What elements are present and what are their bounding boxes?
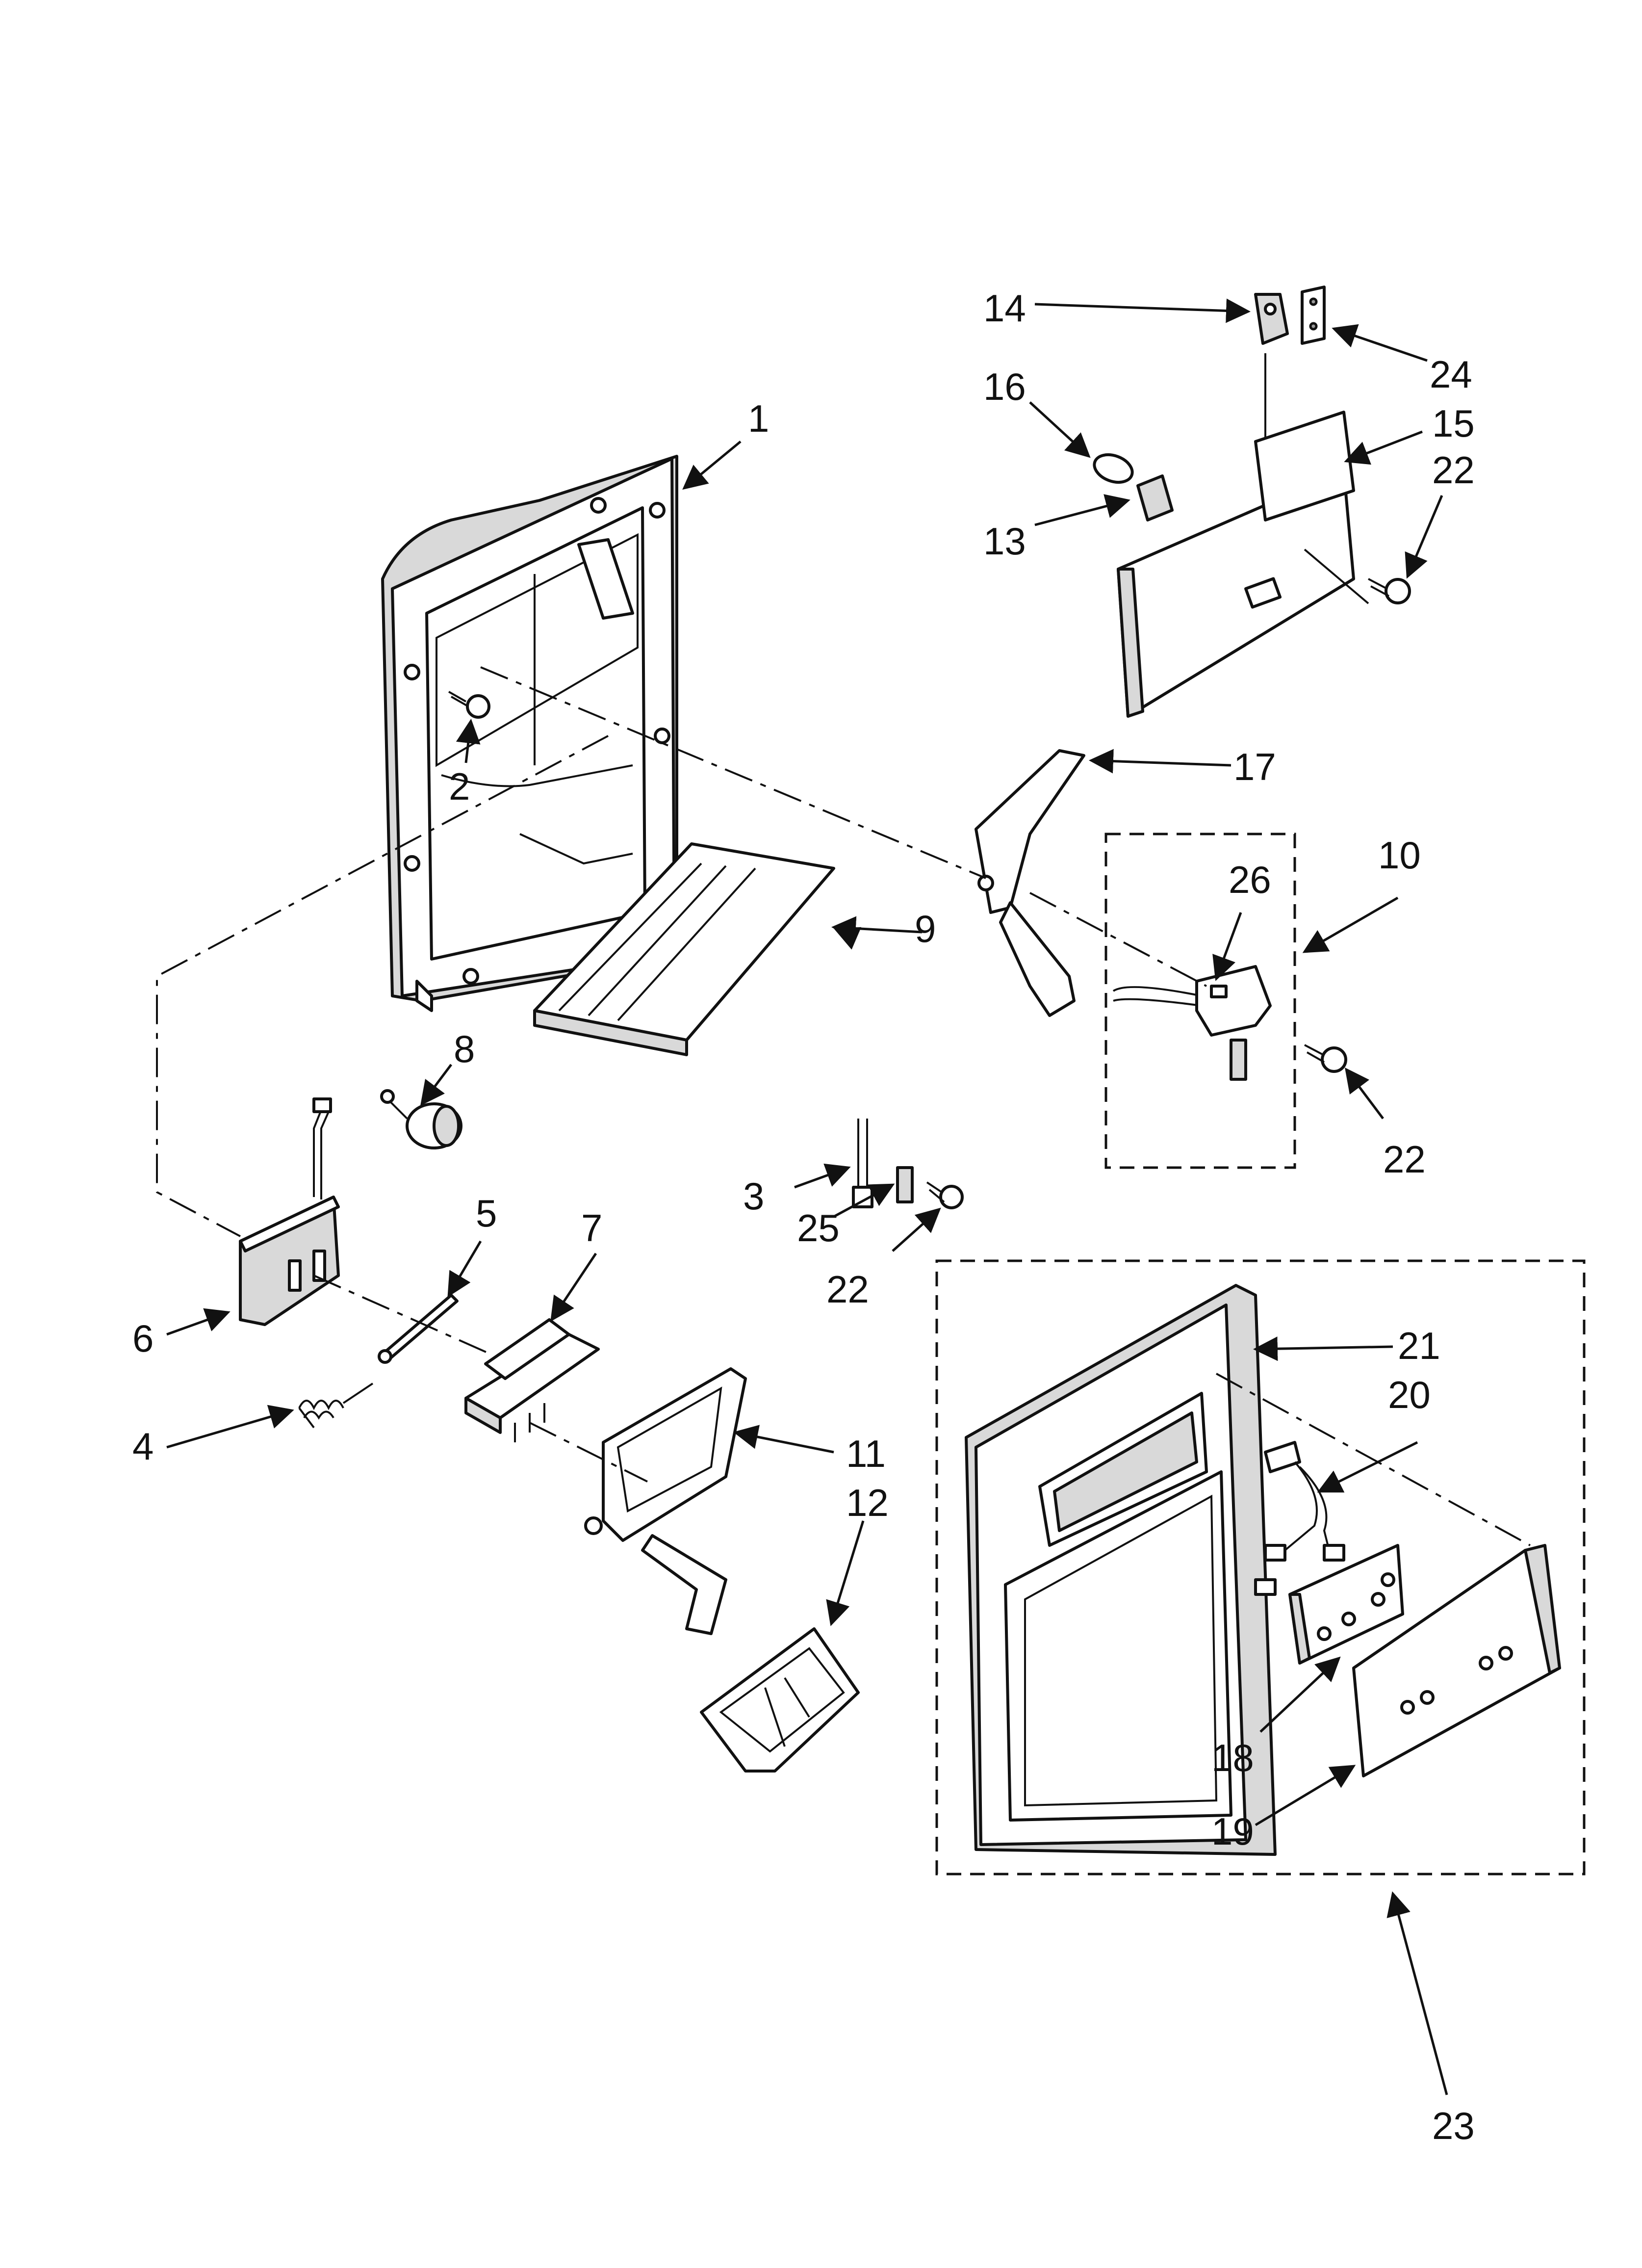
front-panel-part-21 (965, 1284, 1277, 1856)
screw-part-2 (448, 691, 490, 719)
insulator-part-24 (1301, 286, 1326, 345)
callout-16: 16 (983, 365, 1026, 408)
callout-17: 17 (1233, 745, 1276, 788)
screw-part-22-center (926, 1181, 964, 1209)
assembly-line (480, 666, 986, 879)
callout-1: 1 (748, 397, 769, 440)
assembly-line (156, 735, 609, 1237)
callout-11: 11 (846, 1432, 886, 1475)
bracket-part-15 (1117, 353, 1369, 718)
callout-5: 5 (476, 1192, 497, 1235)
callout-22-center: 22 (826, 1268, 869, 1311)
chute-cup-part-12 (700, 1627, 860, 1773)
callout-22-right: 22 (1383, 1138, 1426, 1181)
housing-frame-part-1 (381, 455, 678, 1012)
callout-6: 6 (132, 1317, 154, 1360)
insulator-part-25 (896, 1166, 914, 1203)
callout-labels: 1 2 3 4 5 6 7 8 9 10 11 12 13 14 15 16 1… (132, 287, 1475, 2147)
screw-part-22-right (1304, 1044, 1347, 1073)
callout-3: 3 (743, 1174, 764, 1218)
bulb-part-16 (1093, 453, 1134, 484)
wire-harness-part-20 (1254, 1441, 1345, 1596)
drip-tray-part-9 (533, 842, 835, 1056)
screw-part-22-upper (1368, 578, 1411, 604)
callout-13: 13 (983, 520, 1026, 563)
assembly-line (1029, 892, 1207, 987)
callout-2: 2 (449, 765, 470, 808)
assembly-box-part-10 (1104, 833, 1296, 1169)
callout-7: 7 (581, 1206, 602, 1250)
callout-22-upper: 22 (1432, 448, 1475, 492)
switch-part-14 (1254, 293, 1289, 345)
lever-arm-part-17 (975, 749, 1085, 1017)
switch-assembly-part-26 (1112, 965, 1272, 1081)
callout-21: 21 (1398, 1324, 1440, 1367)
control-module-part-6 (239, 1097, 340, 1326)
rod-part-5 (378, 1294, 459, 1364)
callout-26: 26 (1229, 858, 1271, 901)
spring-part-4 (298, 1382, 374, 1429)
callout-8: 8 (454, 1027, 475, 1070)
callout-19: 19 (1211, 1810, 1254, 1853)
assembly-box-part-23 (935, 1259, 1586, 1876)
callout-14: 14 (983, 287, 1026, 330)
callout-15: 15 (1432, 402, 1475, 445)
callout-24: 24 (1430, 353, 1472, 396)
callout-10: 10 (1378, 834, 1421, 877)
callout-4: 4 (132, 1425, 154, 1468)
callout-25: 25 (797, 1206, 840, 1250)
actuator-part-7 (464, 1318, 600, 1442)
callout-20: 20 (1388, 1373, 1431, 1416)
light-socket-part-13 (1136, 474, 1174, 521)
leader-lines (166, 298, 1448, 2095)
control-board-part-18 (1288, 1544, 1404, 1665)
assembly-line (529, 1422, 648, 1483)
motor-part-8 (380, 1089, 462, 1149)
assembly-line (313, 1275, 491, 1355)
control-overlay-part-19 (1352, 1544, 1561, 1777)
callout-18: 18 (1211, 1736, 1254, 1779)
switch-clip-part-3 (852, 1119, 873, 1208)
assembly-line (1216, 1373, 1531, 1546)
callout-9: 9 (915, 907, 936, 950)
chute-flapper-part-11 (584, 1367, 747, 1635)
callout-23: 23 (1432, 2104, 1475, 2147)
callout-12: 12 (846, 1481, 889, 1524)
